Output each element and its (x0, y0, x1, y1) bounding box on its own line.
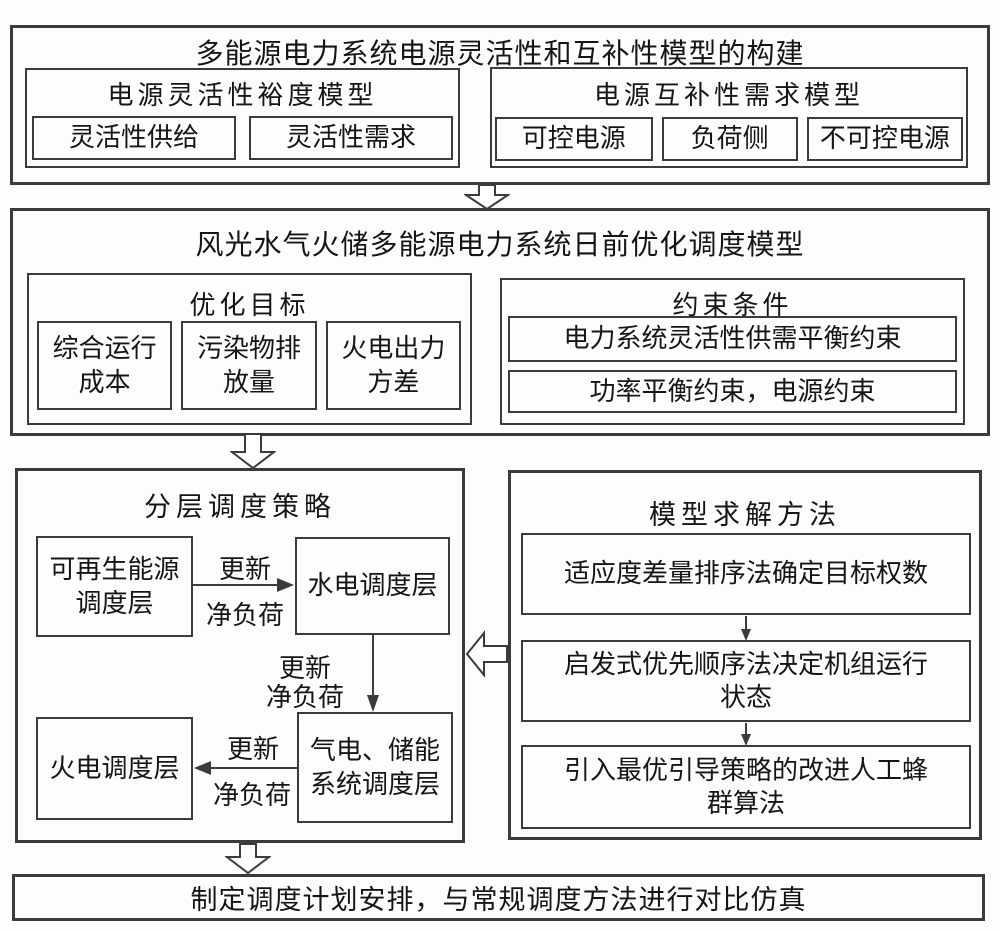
renewable-dispatch-layer-box: 可再生能源 调度层 (36, 536, 193, 637)
complementarity-items: 可控电源 负荷侧 不可控电源 (495, 117, 963, 161)
power-balance-constraint-box: 功率平衡约束，电源约束 (508, 370, 957, 413)
objective-items: 综合运行 成本 污染物排 放量 火电出力 方差 (37, 321, 461, 410)
step-arrow-down-icon (741, 723, 751, 746)
step-arrow-down-icon (741, 616, 751, 641)
flexibility-margin-model-title: 电源灵活性裕度模型 (107, 81, 378, 110)
net-load-label: 净负荷 (205, 601, 284, 630)
fitness-delta-sorting-step-box: 适应度差量排序法确定目标权数 (521, 533, 971, 615)
flow-arrow-down-icon (225, 843, 271, 874)
gas-to-thermal-arrow-icon (194, 761, 297, 775)
heuristic-priority-order-step-box: 启发式优先顺序法决定机组运行 状态 (521, 640, 971, 722)
simulation-section: 制定调度计划安排，与常规调度方法进行对比仿真 (12, 874, 985, 921)
renewable-to-hydro-arrow-icon (193, 578, 294, 592)
complementarity-demand-model-box: 电源互补性需求模型 可控电源 负荷侧 不可控电源 (490, 67, 968, 168)
pollutant-emission-box: 污染物排 放量 (181, 321, 317, 410)
flexibility-supply-box: 灵活性供给 (32, 116, 236, 160)
hierarchical-strategy-title: 分层调度策略 (144, 492, 336, 522)
improved-bee-colony-step-box: 引入最优引导策略的改进人工蜂 群算法 (521, 745, 971, 829)
dispatch-model-section: 风光水气火储多能源电力系统日前优化调度模型 优化目标 综合运行 成本 污染物排 … (10, 208, 990, 436)
gas-storage-dispatch-layer-box: 气电、储能 系统调度层 (297, 712, 453, 823)
section2-title: 风光水气火储多能源电力系统日前优化调度模型 (195, 230, 805, 261)
simulation-title: 制定调度计划安排，与常规调度方法进行对比仿真 (190, 885, 807, 915)
flexibility-demand-box: 灵活性需求 (249, 116, 453, 160)
hydro-to-gas-arrow-icon (367, 635, 379, 712)
solver-method-title: 模型求解方法 (649, 500, 841, 530)
flow-arrow-down-icon (464, 184, 510, 210)
thermal-output-variance-box: 火电出力 方差 (325, 321, 461, 410)
update-label: 更新 (218, 555, 271, 584)
complementarity-demand-model-title: 电源互补性需求模型 (593, 81, 864, 110)
flow-arrow-down-icon (230, 433, 276, 469)
hydro-dispatch-layer-box: 水电调度层 (295, 537, 450, 635)
model-construction-section: 多能源电力系统电源灵活性和互补性模型的构建 电源灵活性裕度模型 灵活性供给 灵活… (10, 25, 990, 185)
update-label: 更新 (278, 654, 331, 683)
net-load-label: 净负荷 (265, 683, 344, 712)
flow-arrow-left-icon (465, 630, 508, 678)
optimization-objectives-box: 优化目标 综合运行 成本 污染物排 放量 火电出力 方差 (27, 273, 472, 425)
controllable-source-box: 可控电源 (495, 117, 653, 161)
update-label: 更新 (226, 735, 279, 764)
flexibility-margin-items: 灵活性供给 灵活性需求 (32, 116, 453, 160)
section1-title: 多能源电力系统电源灵活性和互补性模型的构建 (195, 39, 805, 70)
hierarchical-strategy-section: 分层调度策略 可再生能源 调度层 水电调度层 气电、储能 系统调度层 火电调度层… (15, 468, 465, 843)
constraints-title: 约束条件 (672, 291, 793, 320)
uncontrollable-source-box: 不可控电源 (806, 117, 963, 161)
load-side-box: 负荷侧 (661, 117, 798, 161)
constraints-box: 约束条件 电力系统灵活性供需平衡约束 功率平衡约束，电源约束 (500, 278, 965, 425)
net-load-label: 净负荷 (212, 781, 291, 810)
optimization-objectives-title: 优化目标 (189, 291, 310, 320)
thermal-dispatch-layer-box: 火电调度层 (36, 717, 193, 820)
flexibility-margin-model-box: 电源灵活性裕度模型 灵活性供给 灵活性需求 (25, 68, 460, 168)
flexibility-balance-constraint-box: 电力系统灵活性供需平衡约束 (508, 316, 957, 362)
operation-cost-box: 综合运行 成本 (37, 321, 173, 410)
solver-method-section: 模型求解方法 适应度差量排序法确定目标权数 启发式优先顺序法决定机组运行 状态 … (508, 470, 982, 840)
